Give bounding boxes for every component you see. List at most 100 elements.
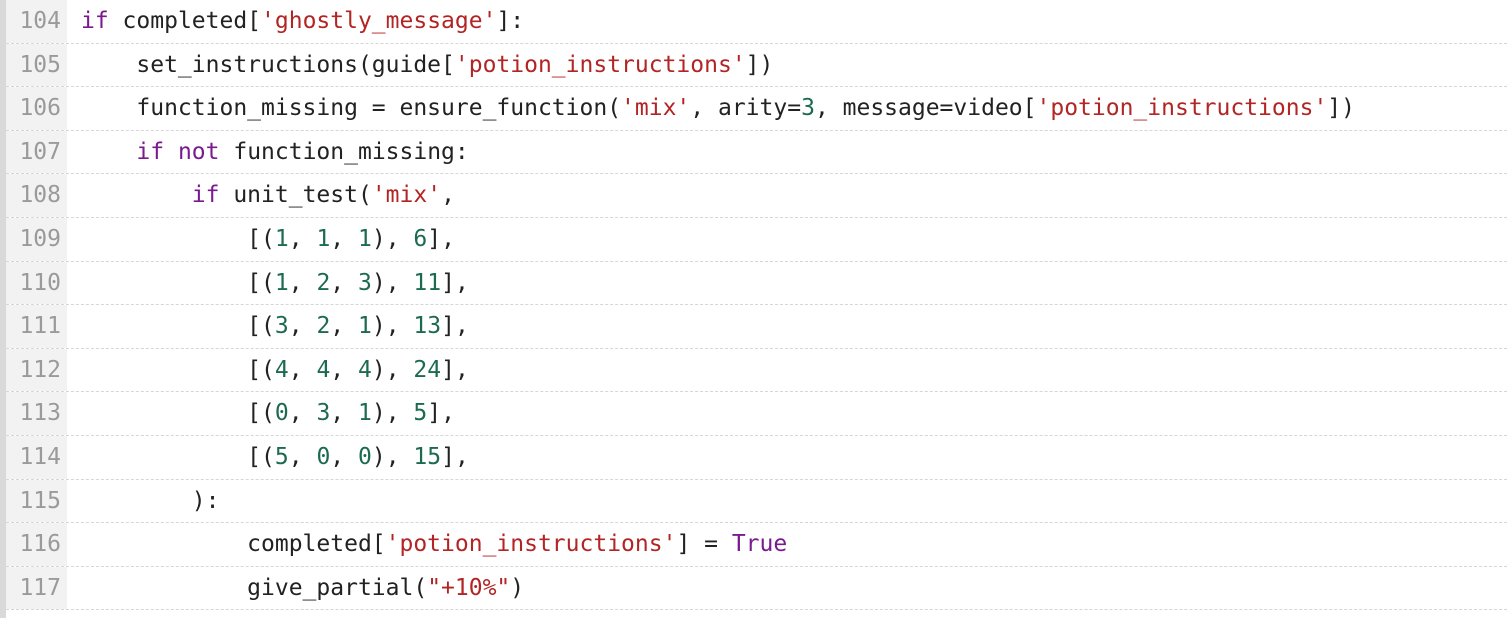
number-literal-token: 1 xyxy=(274,269,289,296)
keyword-token: True xyxy=(731,531,788,558)
line-content[interactable]: if not function_missing: xyxy=(67,131,469,174)
line-number: 107 xyxy=(6,130,67,174)
code-line[interactable]: 116 completed['potion_instructions'] = T… xyxy=(6,523,1507,567)
code-text-token: ): xyxy=(81,487,220,514)
code-text-token: , xyxy=(288,225,317,252)
number-literal-token: 1 xyxy=(358,313,372,340)
code-text-token: ], xyxy=(441,443,469,470)
code-line[interactable]: 105 set_instructions(guide['potion_instr… xyxy=(6,43,1507,88)
line-content[interactable]: [(3, 2, 1), 13], xyxy=(67,305,469,348)
code-text-token: function_missing = ensure_function( xyxy=(81,95,622,122)
code-text-token: , xyxy=(330,443,358,470)
code-line[interactable]: 109 [(1, 1, 1), 6], xyxy=(6,217,1507,262)
code-line[interactable]: 117 give_partial("+10%") xyxy=(6,566,1507,611)
line-number: 114 xyxy=(6,435,67,479)
code-text-token: ], xyxy=(441,313,469,340)
code-line[interactable]: 115 ): xyxy=(6,479,1507,524)
string-literal-token: 'potion_instructions' xyxy=(1036,95,1328,122)
number-literal-token: 4 xyxy=(358,356,372,383)
code-text-token xyxy=(164,139,178,165)
line-content[interactable]: [(0, 3, 1), 5], xyxy=(67,392,455,435)
code-line[interactable]: 110 [(1, 2, 3), 11], xyxy=(6,261,1507,306)
code-text-token: completed[ xyxy=(81,531,386,558)
code-text-token: completed[ xyxy=(108,8,262,34)
code-text-token: ], xyxy=(427,225,455,252)
code-line[interactable]: 113 [(0, 3, 1), 5], xyxy=(6,392,1507,436)
string-literal-token: 'potion_instructions' xyxy=(385,531,677,558)
number-literal-token: 5 xyxy=(274,443,289,470)
number-literal-token: 3 xyxy=(316,400,331,427)
number-literal-token: 3 xyxy=(274,313,289,340)
keyword-token: if xyxy=(81,8,109,34)
number-literal-token: 2 xyxy=(316,313,331,340)
line-content[interactable]: if unit_test('mix', xyxy=(67,174,455,217)
code-text-token: function_missing: xyxy=(219,138,469,165)
code-text-token: ), xyxy=(371,225,414,252)
line-content[interactable]: give_partial("+10%") xyxy=(67,567,524,610)
number-literal-token: 4 xyxy=(316,356,331,383)
line-number: 116 xyxy=(6,523,67,566)
line-number: 104 xyxy=(6,0,67,43)
code-line[interactable]: 107 if not function_missing: xyxy=(6,130,1507,175)
code-text-token: ), xyxy=(371,356,414,383)
number-literal-token: 1 xyxy=(274,225,289,252)
code-text-token: [( xyxy=(81,443,275,470)
number-literal-token: 5 xyxy=(413,400,428,427)
keyword-token: if xyxy=(191,182,220,209)
code-text-token: , xyxy=(441,182,455,209)
number-literal-token: 2 xyxy=(316,269,331,296)
number-literal-token: 1 xyxy=(358,225,372,252)
code-line[interactable]: 111 [(3, 2, 1), 13], xyxy=(6,305,1507,349)
code-line[interactable]: 106 function_missing = ensure_function('… xyxy=(6,87,1507,131)
string-literal-token: "+10%" xyxy=(427,574,511,601)
line-content[interactable]: [(1, 1, 1), 6], xyxy=(67,218,455,261)
code-text-token: set_instructions(guide[ xyxy=(81,51,455,78)
line-content[interactable]: [(4, 4, 4), 24], xyxy=(67,349,469,392)
number-literal-token: 15 xyxy=(413,443,442,470)
keyword-token: if xyxy=(136,138,165,165)
code-text-token: , xyxy=(330,225,358,252)
code-text-token: , xyxy=(330,313,358,340)
number-literal-token: 1 xyxy=(358,400,372,427)
number-literal-token: 4 xyxy=(274,356,289,383)
code-text-token: give_partial( xyxy=(81,574,428,601)
string-literal-token: 'ghostly_message' xyxy=(261,8,497,34)
code-text-token: , xyxy=(288,443,317,470)
number-literal-token: 13 xyxy=(413,313,442,340)
line-content[interactable]: ): xyxy=(67,480,220,523)
code-text-token: ]) xyxy=(745,51,774,78)
code-text-token: ), xyxy=(371,269,414,296)
line-content[interactable]: [(1, 2, 3), 11], xyxy=(67,262,469,305)
code-text-token: ) xyxy=(510,574,525,601)
line-number: 112 xyxy=(6,348,67,392)
line-number: 115 xyxy=(6,479,67,523)
string-literal-token: 'potion_instructions' xyxy=(454,51,746,78)
number-literal-token: 3 xyxy=(358,269,372,296)
code-line[interactable]: 112 [(4, 4, 4), 24], xyxy=(6,348,1507,393)
code-line[interactable]: 108 if unit_test('mix', xyxy=(6,174,1507,218)
code-text-token: , xyxy=(330,400,358,427)
line-content[interactable]: set_instructions(guide['potion_instructi… xyxy=(67,44,773,87)
string-literal-token: 'mix' xyxy=(371,182,442,209)
code-text-token: , xyxy=(288,400,317,427)
code-text-token xyxy=(81,182,192,208)
code-text-token: , xyxy=(330,356,358,383)
code-text-token: [( xyxy=(81,313,275,340)
line-number: 105 xyxy=(6,43,67,87)
line-content[interactable]: [(5, 0, 0), 15], xyxy=(67,436,469,479)
code-text-token: ], xyxy=(441,269,469,296)
number-literal-token: 3 xyxy=(801,95,815,122)
line-content[interactable]: if completed['ghostly_message']: xyxy=(67,0,524,43)
code-text-token: , xyxy=(288,313,317,340)
code-text-token: , xyxy=(330,269,358,296)
line-content[interactable]: function_missing = ensure_function('mix'… xyxy=(67,87,1355,130)
code-text-token: ), xyxy=(371,313,414,340)
code-line[interactable]: 114 [(5, 0, 0), 15], xyxy=(6,435,1507,480)
code-text-token: [( xyxy=(81,400,275,427)
code-text-token: [( xyxy=(81,225,275,252)
number-literal-token: 6 xyxy=(413,225,428,252)
code-text-token: [( xyxy=(81,356,275,383)
line-content[interactable]: completed['potion_instructions'] = True xyxy=(67,523,787,566)
